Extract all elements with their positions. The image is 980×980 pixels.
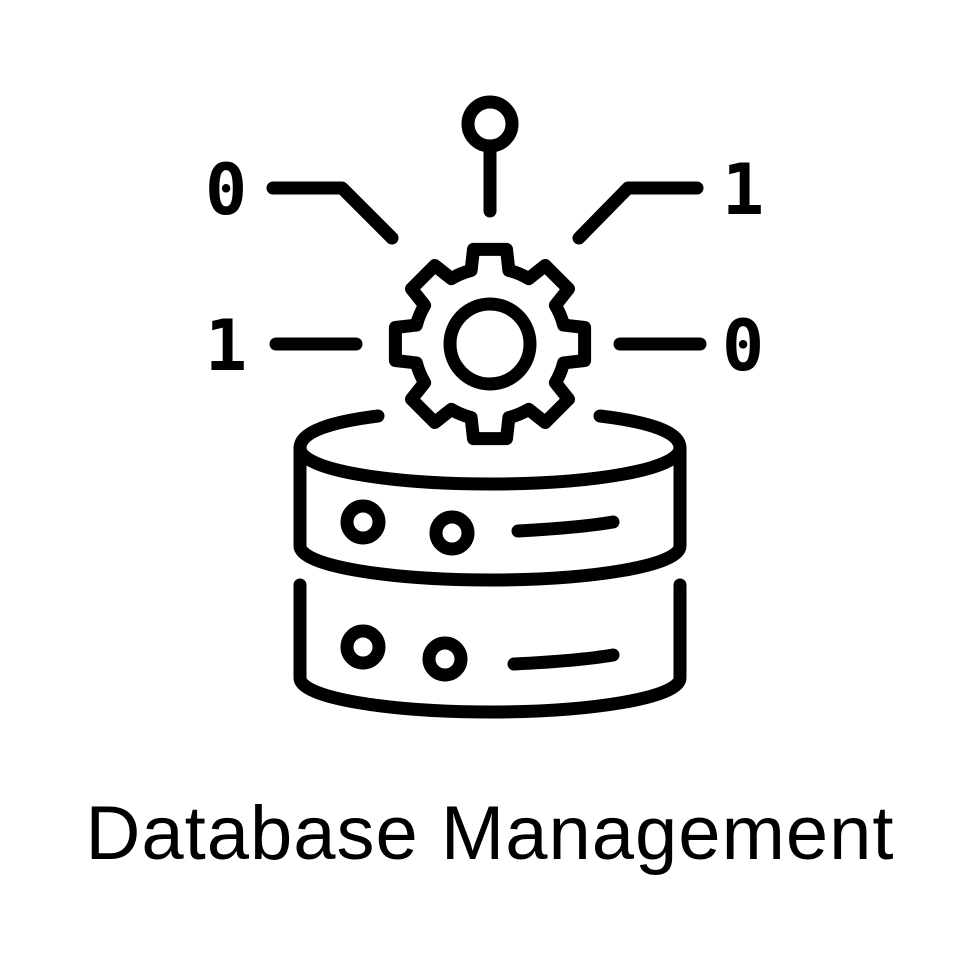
database-upper-disk: [293, 441, 687, 587]
binary-digit-mid-left: 1: [205, 305, 247, 387]
binary-digit-top-left: 0: [205, 149, 247, 231]
indicator-light: [340, 624, 386, 670]
connector-top-right: [572, 181, 704, 245]
indicator-light: [429, 510, 475, 556]
connector-lines: [266, 95, 707, 351]
binary-digit-top-right: 1: [722, 149, 764, 231]
gear-icon: [388, 242, 592, 446]
database-top-cap: [293, 409, 687, 491]
connector-top-left: [266, 181, 399, 245]
database-lower-disk: [293, 578, 687, 719]
database-icon: [293, 409, 687, 719]
gear-hub: [443, 297, 537, 391]
caption-title: Database Management: [85, 791, 895, 876]
indicator-light: [422, 636, 468, 682]
binary-digit-mid-right: 0: [722, 305, 764, 387]
drive-slot: [507, 648, 620, 671]
connector-top-node: [461, 95, 519, 153]
indicator-light: [340, 499, 386, 545]
drive-slot: [511, 515, 620, 538]
gear-outline: [388, 242, 592, 446]
